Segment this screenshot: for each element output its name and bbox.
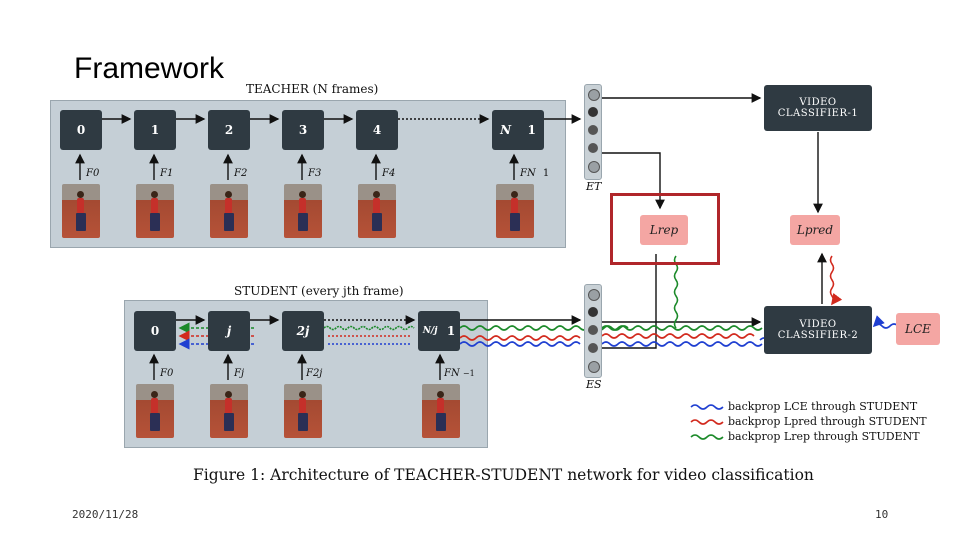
legend-text-ce: backprop LCE through STUDENT: [728, 400, 918, 413]
student-frame-label-0: F0: [160, 368, 174, 379]
rep-loss-box: Lrep: [640, 215, 688, 245]
student-node-2j: 2j: [282, 311, 324, 351]
teacher-frame-label-n-sub: 1: [542, 168, 550, 179]
teacher-frame-image-4: [358, 184, 396, 238]
student-frame-label-j: Fj: [234, 368, 245, 379]
teacher-node-n-label: N: [500, 123, 512, 137]
student-embedding-dot: [588, 307, 598, 317]
student-frame-label-n-sub: −1: [462, 369, 475, 378]
student-embedding-label: ES: [586, 378, 602, 391]
student-embedding-dot: [588, 325, 598, 335]
teacher-frame-label-4: F4: [382, 168, 396, 179]
slide-title: Framework: [74, 52, 225, 85]
legend-text-pred: backprop Lpred through STUDENT: [728, 415, 927, 428]
teacher-node-2: 2: [208, 110, 250, 150]
student-node-n-over-j-label: N/j: [422, 326, 438, 336]
teacher-embedding-label: ET: [586, 180, 602, 193]
legend-text-rep: backprop Lrep through STUDENT: [728, 430, 920, 443]
student-node-j: j: [208, 311, 250, 351]
teacher-frame-image-2: [210, 184, 248, 238]
slide-page-number: 10: [875, 508, 889, 521]
student-embedding-dot: [588, 289, 600, 301]
student-embedding: [584, 284, 602, 378]
teacher-frame-label-2: F2: [234, 168, 248, 179]
teacher-frame-label-n: FN 1: [520, 168, 549, 179]
teacher-frame-label-3: F3: [308, 168, 322, 179]
teacher-frame-label-0: F0: [86, 168, 100, 179]
legend-row-rep: backprop Lrep through STUDENT: [690, 430, 920, 443]
video-classifier-2-line2: CLASSIFIER-2: [777, 330, 859, 341]
ce-loss-box: LCE: [896, 313, 940, 345]
student-frame-image-0: [136, 384, 174, 438]
teacher-frame-label-n-main: FN: [520, 168, 536, 179]
legend-swatch-blue: [690, 403, 724, 410]
teacher-embedding-dot: [588, 161, 600, 173]
student-frame-label-n: FN −1: [444, 368, 475, 379]
teacher-frame-image-3: [284, 184, 322, 238]
teacher-node-3: 3: [282, 110, 324, 150]
video-classifier-2: VIDEO CLASSIFIER-2: [764, 306, 872, 354]
teacher-frame-image-n: [496, 184, 534, 238]
teacher-node-0: 0: [60, 110, 102, 150]
video-classifier-1-line1: VIDEO: [799, 97, 837, 108]
student-frame-image-j: [210, 384, 248, 438]
teacher-embedding-dot: [588, 107, 598, 117]
legend-row-ce: backprop LCE through STUDENT: [690, 400, 917, 413]
teacher-title: TEACHER (N frames): [246, 82, 379, 96]
student-frame-image-n: [422, 384, 460, 438]
video-classifier-2-line1: VIDEO: [799, 319, 837, 330]
student-node-n-over-j: N/j 1: [418, 311, 460, 351]
student-node-n-over-j-minus: 1: [446, 324, 456, 338]
student-embedding-dot: [588, 343, 598, 353]
legend-row-pred: backprop Lpred through STUDENT: [690, 415, 927, 428]
legend-swatch-red: [690, 418, 724, 425]
student-embedding-dot: [588, 361, 600, 373]
teacher-embedding: [584, 84, 602, 180]
pred-loss-box: Lpred: [790, 215, 840, 245]
teacher-embedding-dot: [588, 89, 600, 101]
teacher-node-n-minus-label: 1: [527, 123, 536, 137]
teacher-frame-image-1: [136, 184, 174, 238]
teacher-frame-label-1: F1: [160, 168, 174, 179]
video-classifier-1-line2: CLASSIFIER-1: [777, 108, 859, 119]
teacher-node-1: 1: [134, 110, 176, 150]
student-title: STUDENT (every jth frame): [234, 284, 404, 298]
teacher-embedding-dot: [588, 143, 598, 153]
teacher-node-4: 4: [356, 110, 398, 150]
student-node-0: 0: [134, 311, 176, 351]
legend-swatch-green: [690, 433, 724, 440]
student-frame-label-2j: F2j: [306, 368, 323, 379]
teacher-embedding-dot: [588, 125, 598, 135]
rep-loss-highlight: [610, 193, 720, 265]
teacher-frame-image-0: [62, 184, 100, 238]
teacher-node-n: N 1: [492, 110, 544, 150]
video-classifier-1: VIDEO CLASSIFIER-1: [764, 85, 872, 131]
student-frame-image-2j: [284, 384, 322, 438]
slide-date: 2020/11/28: [72, 508, 139, 521]
student-frame-label-n-main: FN: [444, 368, 460, 379]
figure-caption: Figure 1: Architecture of TEACHER-STUDEN…: [193, 466, 814, 484]
